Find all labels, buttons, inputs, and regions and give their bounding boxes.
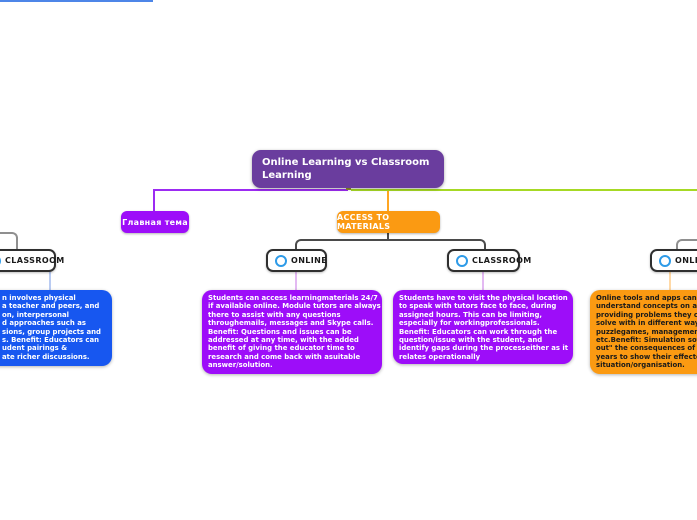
connector-root-left-blue [0,0,153,2]
node-label: CLASSROOM [5,256,65,265]
connector-note-classroom-left [49,272,51,290]
node-label: ONLINE [675,256,697,265]
connector-to-classroom-node [387,239,486,251]
branch-access-to-materials[interactable]: ACCESS TO MATERIALS [337,211,440,233]
connector-note-online-center [295,272,297,290]
connector-access-children-trunk [387,233,389,240]
branch-main-topic[interactable]: Главная тема [121,211,189,233]
connector-note-online-right [669,272,671,290]
note-classroom-center[interactable]: Students have to visit the physical loca… [393,290,573,364]
connector-note-classroom-center [482,272,484,290]
node-online-center[interactable]: ONLINE [266,249,327,272]
node-classroom-left[interactable]: CLASSROOM [0,249,64,272]
connector-root-right-green [351,189,697,191]
root-topic[interactable]: Online Learning vs Classroom Learning [252,150,444,188]
circle-topic-icon [456,254,468,267]
connector-to-online-node [295,239,389,251]
circle-topic-icon [275,254,287,267]
connector-offscreen-right [676,239,697,251]
node-label: ONLINE [291,256,328,265]
note-text: Students can access learningmaterials 24… [208,294,381,370]
node-label: CLASSROOM [472,256,532,265]
note-online-center[interactable]: Students can access learningmaterials 24… [202,290,382,374]
node-classroom-center[interactable]: CLASSROOM [447,249,531,272]
note-text: Students have to visit the physical loca… [399,294,569,361]
connector-main-topic-drop [153,189,155,211]
connector-offscreen-left [0,232,18,251]
node-online-right[interactable]: ONLINE [650,249,697,272]
connector-access-drop [387,191,389,211]
connector-main-topic-purple [153,189,348,191]
circle-topic-icon [0,254,1,267]
circle-topic-icon [659,254,671,267]
